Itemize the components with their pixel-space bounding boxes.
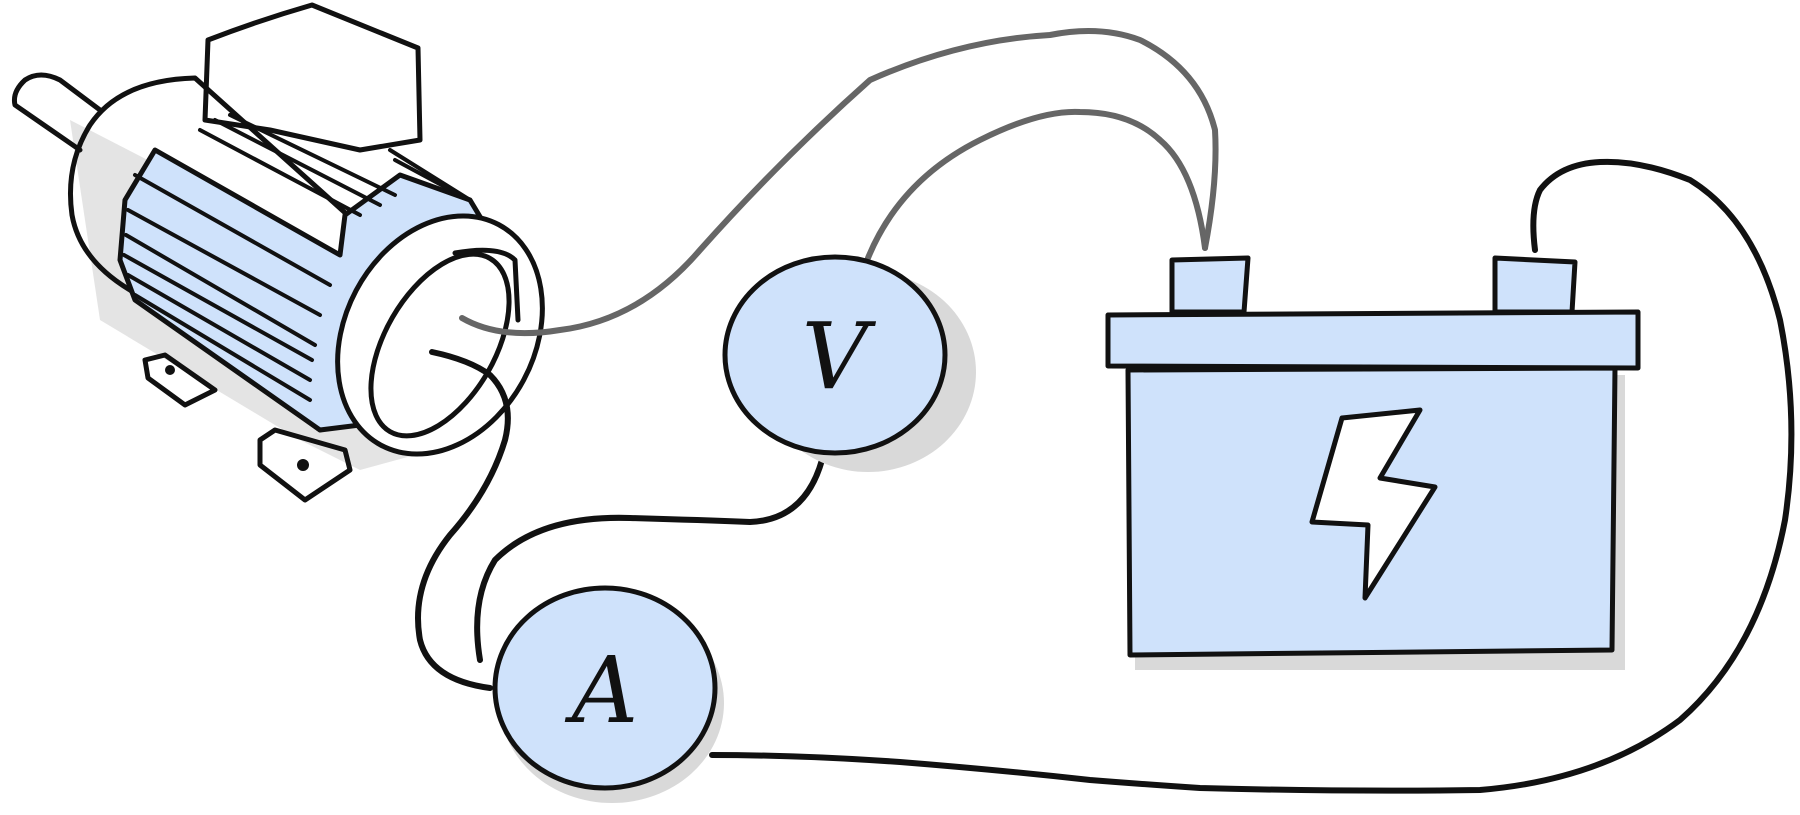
ammeter: A [492, 585, 724, 803]
lightning-bolt-icon [1309, 407, 1438, 601]
battery-terminal-positive [1492, 255, 1578, 315]
electric-motor [12, 2, 545, 503]
wire-motor-to-battery [459, 28, 1219, 337]
battery-terminal-negative [1169, 255, 1251, 315]
motor-fin-lines [122, 113, 472, 402]
motor-end-cap-rim [452, 247, 521, 323]
motor-body [67, 75, 423, 433]
ammeter-body [492, 585, 718, 791]
motor-foot-right [257, 427, 353, 503]
motor-terminal-box [202, 2, 423, 153]
battery-lid [1105, 309, 1641, 371]
wire-voltmeter-to-ammeter [474, 457, 825, 663]
voltmeter-label: V [802, 303, 877, 410]
motor-shaft [12, 72, 103, 153]
wire-motor-to-ammeter [415, 349, 511, 691]
voltmeter-body [722, 254, 948, 456]
motor-foot-left [142, 352, 218, 408]
ammeter-label: A [564, 637, 638, 744]
wire-voltmeter-to-battery [865, 108, 1208, 261]
motor-foot-bolt-left [165, 365, 175, 375]
wires [415, 28, 1795, 794]
wire-ammeter-to-battery [709, 158, 1795, 794]
battery [1105, 255, 1641, 670]
voltmeter: V [722, 254, 976, 472]
motor-foot-bolt-right [297, 459, 309, 471]
